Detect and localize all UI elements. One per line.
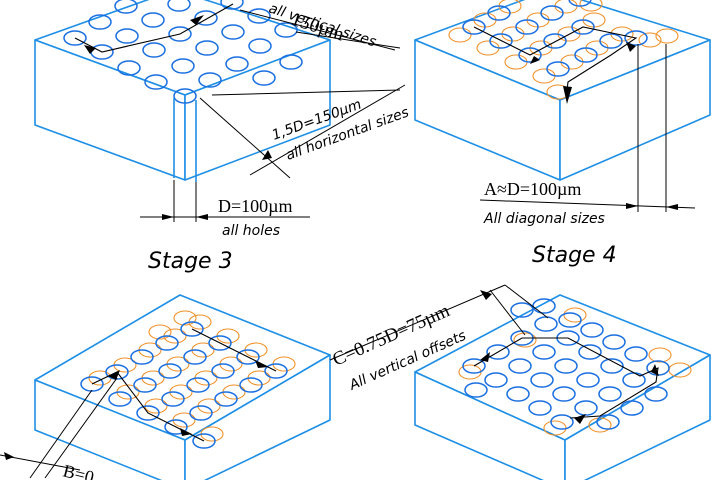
dimensions-stage-1 — [0, 377, 118, 479]
toolpath-stage-4 — [473, 26, 638, 99]
hole-grid-stage-3 — [63, 0, 303, 104]
diagonal-size-value: A≈D=100µm — [484, 179, 581, 199]
block-stage-1 — [34, 294, 331, 480]
toolpath-stage-3 — [74, 3, 234, 53]
hole-grid-stage-1 — [80, 310, 296, 449]
dimensions-stage-3 — [140, 9, 406, 222]
block-stage-3 — [34, 0, 331, 182]
stage-4-label: Stage 4 — [532, 243, 617, 268]
through-hole-edge — [173, 98, 197, 182]
hole-grid-stage-2 — [458, 298, 692, 436]
hole-diameter-value: D=100µm — [218, 196, 293, 216]
block-stage-2 — [414, 294, 711, 480]
stage-3-label: Stage 3 — [148, 249, 233, 274]
block-stage-4 — [414, 0, 711, 181]
hole-diameter-caption: all holes — [222, 223, 280, 239]
diagonal-size-caption: All diagonal sizes — [483, 211, 605, 227]
offset-b-value: B=0 — [61, 460, 96, 480]
dimensions-stage-4 — [479, 44, 696, 212]
hole-grid-stage-4 — [448, 0, 679, 100]
dimensions-stage-2 — [329, 284, 549, 361]
toolpath-stage-2 — [473, 337, 659, 419]
